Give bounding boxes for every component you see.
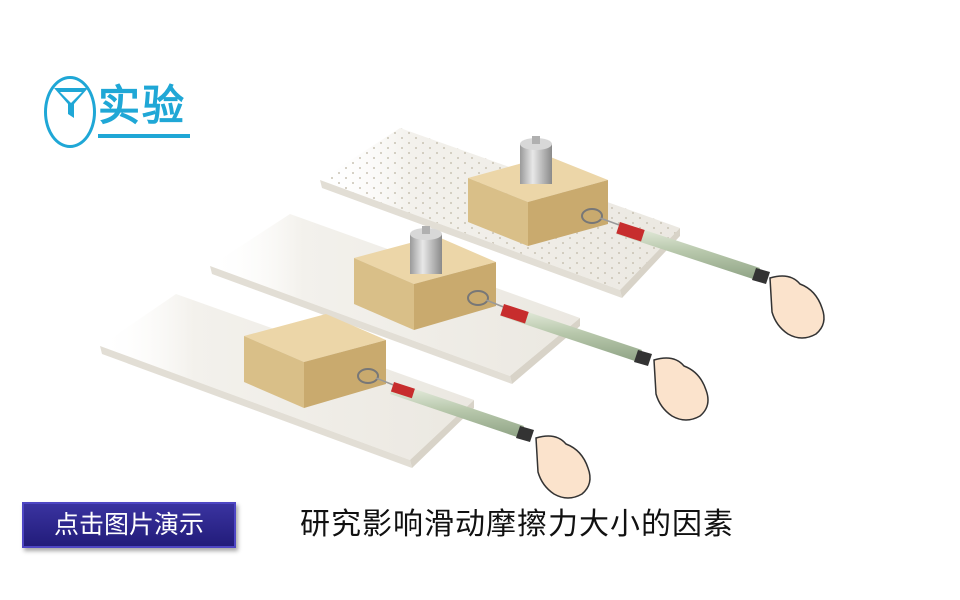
spring-scale-middle xyxy=(485,299,709,421)
experiment-badge: 实验 xyxy=(44,70,194,154)
page-title: 研究影响滑动摩擦力大小的因素 xyxy=(300,507,734,542)
funnel-icon xyxy=(54,88,88,118)
badge-ring xyxy=(44,76,96,148)
wooden-block-top xyxy=(468,136,608,246)
wooden-block-middle xyxy=(354,226,496,330)
wooden-block-bottom xyxy=(244,314,386,408)
demo-button[interactable]: 点击图片演示 xyxy=(22,502,236,548)
spring-scale-bottom xyxy=(375,377,591,499)
spring-scale-top xyxy=(599,217,825,339)
badge-label: 实验 xyxy=(98,78,191,138)
